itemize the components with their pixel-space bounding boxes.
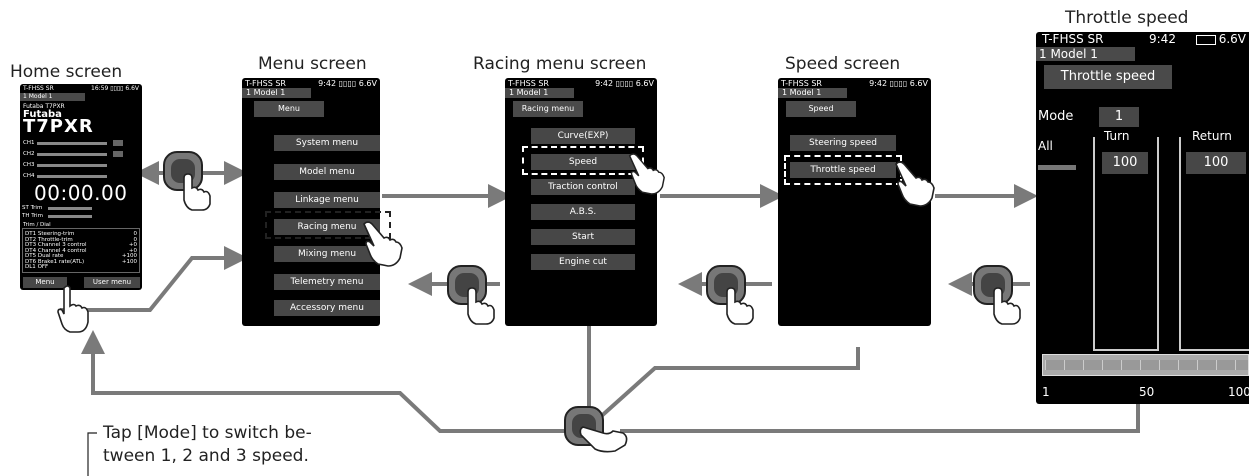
model-label: 1 Model 1 xyxy=(1036,47,1135,61)
hand-pointer-icon xyxy=(628,153,665,195)
return-label: Return xyxy=(1190,129,1234,143)
racing-item-curve[interactable]: Curve(EXP) xyxy=(531,128,635,144)
mode-note-line2: tween 1, 2 and 3 speed. xyxy=(103,446,309,466)
status-bar: T-FHSS SR 9:42 6.6V xyxy=(1042,32,1246,46)
channel-bars: CH1 CH2 CH3 CH4 xyxy=(23,139,139,183)
racing-item-speed[interactable]: Speed xyxy=(531,154,635,170)
highlight-speed xyxy=(522,146,644,175)
all-indicator xyxy=(1038,165,1076,170)
mode-button[interactable]: 1 xyxy=(1099,107,1139,127)
highlight-racing-menu xyxy=(265,211,391,239)
all-label: All xyxy=(1038,139,1053,153)
speed-tab: Speed xyxy=(786,101,856,117)
touch-pad-icon xyxy=(163,151,211,211)
menu-tab: Menu xyxy=(254,101,324,117)
home-timer: 00:00.00 xyxy=(34,181,128,205)
menu-item-model[interactable]: Model menu xyxy=(274,164,380,180)
scale-label-max: 100 xyxy=(1228,385,1249,399)
home-model-name: 1 Model 1 xyxy=(20,93,85,101)
turn-value-field[interactable]: 100 xyxy=(1102,152,1148,174)
hand-pointer-icon xyxy=(363,221,403,267)
menu-item-linkage[interactable]: Linkage menu xyxy=(274,192,380,208)
caption-menu-screen: Menu screen xyxy=(258,54,367,74)
model-label: 1 Model 1 xyxy=(778,88,847,98)
racing-menu-tab: Racing menu xyxy=(513,101,583,117)
speed-scale-bar xyxy=(1042,354,1249,376)
caption-speed-screen: Speed screen xyxy=(785,54,901,74)
arrow-menu-button xyxy=(60,246,248,312)
turn-label: Turn xyxy=(1102,129,1132,143)
caption-home-screen: Home screen xyxy=(10,62,123,82)
mode-label: Mode xyxy=(1038,109,1074,124)
touch-pad-icon xyxy=(706,265,754,325)
model-label: 1 Model 1 xyxy=(505,88,574,98)
arrow-back-home xyxy=(81,330,574,433)
racing-item-traction-control[interactable]: Traction control xyxy=(531,179,635,195)
turn-column xyxy=(1093,137,1159,351)
return-column xyxy=(1179,137,1249,351)
racing-item-start[interactable]: Start xyxy=(531,229,635,245)
throttle-speed-screen: T-FHSS SR 9:42 6.6V 1 Model 1 Throttle s… xyxy=(1036,32,1249,404)
racing-item-abs[interactable]: A.B.S. xyxy=(531,204,635,220)
scale-label-mid: 50 xyxy=(1139,385,1155,399)
menu-item-racing[interactable]: Racing menu xyxy=(274,219,380,235)
speed-item-steering[interactable]: Steering speed xyxy=(790,135,896,151)
battery-icon xyxy=(1195,34,1216,45)
trim-dial-title: Trim / Dial xyxy=(23,222,51,228)
home-menu-button[interactable]: Menu xyxy=(23,277,67,288)
throttle-speed-tab: Throttle speed xyxy=(1044,65,1172,89)
hand-pointer-icon xyxy=(57,285,89,333)
caption-throttle-speed: Throttle speed xyxy=(1065,8,1189,28)
menu-item-accessory[interactable]: Accessory menu xyxy=(274,300,380,316)
speed-item-throttle[interactable]: Throttle speed xyxy=(790,162,896,178)
model-label: 1 Model 1 xyxy=(242,88,311,98)
futaba-logo: Futaba xyxy=(23,109,62,120)
menu-item-telemetry[interactable]: Telemetry menu xyxy=(274,274,380,290)
caption-racing-menu-screen: Racing menu screen xyxy=(473,54,647,74)
product-logo: T7PXR xyxy=(23,116,94,137)
touch-pad-icon xyxy=(564,406,628,453)
touch-pad-icon xyxy=(973,265,1021,325)
menu-item-system[interactable]: System menu xyxy=(274,135,380,151)
return-value-field[interactable]: 100 xyxy=(1186,152,1246,174)
highlight-throttle-speed xyxy=(784,155,902,185)
home-brand: Futaba T7PXR xyxy=(23,103,65,110)
mode-note-line1: Tap [Mode] to switch be- xyxy=(103,423,312,443)
home-user-menu-button[interactable]: User menu xyxy=(84,277,140,288)
racing-item-engine-cut[interactable]: Engine cut xyxy=(531,254,635,270)
trim-rows: ST Trim TH Trim xyxy=(22,205,140,221)
hand-pointer-icon xyxy=(895,161,935,207)
menu-item-mixing[interactable]: Mixing menu xyxy=(274,246,380,262)
scale-label-min: 1 xyxy=(1042,385,1050,399)
touch-pad-icon xyxy=(447,265,495,325)
